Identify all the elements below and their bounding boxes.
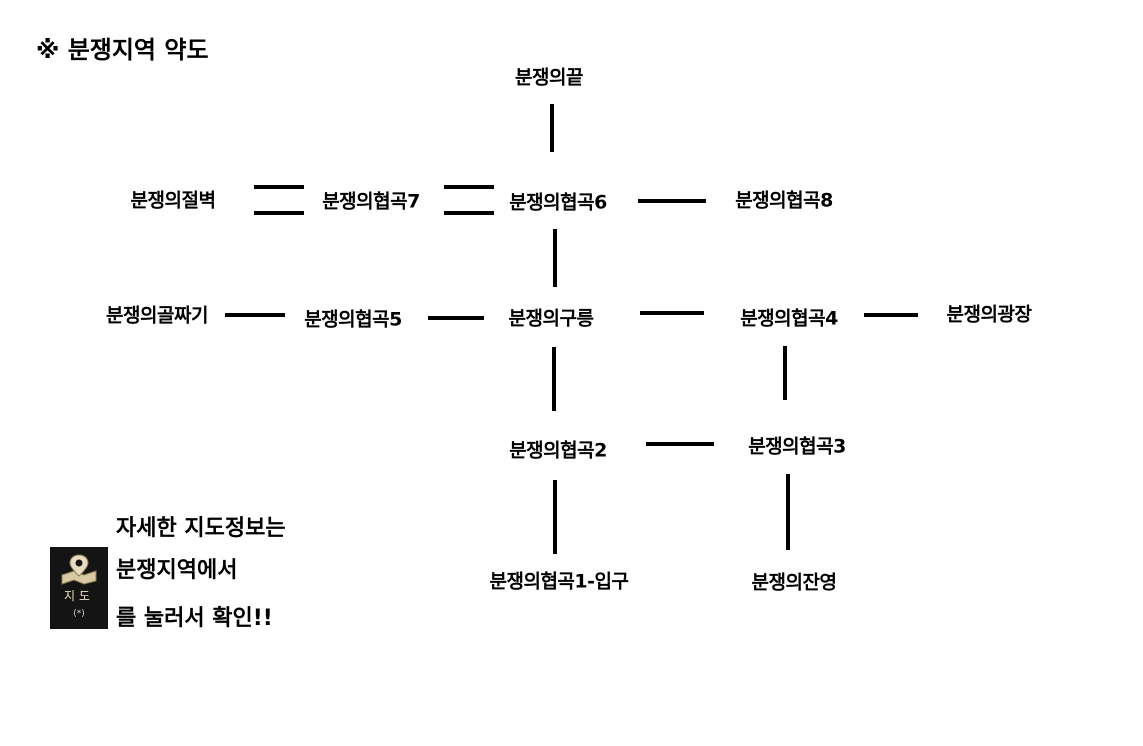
edge-canyon4-canyon3 <box>783 346 787 400</box>
edge-end-canyon6 <box>550 104 554 152</box>
node-hill: 분쟁의구릉 <box>508 307 594 330</box>
node-plaza: 분쟁의광장 <box>946 303 1032 326</box>
edge-hill-canyon4 <box>640 311 704 315</box>
edge-canyon3-remnant <box>786 474 790 550</box>
node-canyon4: 분쟁의협곡4 <box>740 307 838 330</box>
info-line1: 자세한 지도정보는 <box>116 516 286 541</box>
node-end: 분쟁의끝 <box>515 66 583 89</box>
node-canyon8: 분쟁의협곡8 <box>735 189 833 212</box>
edge-alley-canyon5 <box>225 313 285 317</box>
edge-canyon7-canyon6-a <box>444 185 494 189</box>
node-canyon3: 분쟁의협곡3 <box>748 435 846 458</box>
edge-cliff-canyon7-b <box>254 211 304 215</box>
info-line3: 를 눌러서 확인!! <box>116 606 273 631</box>
edge-canyon6-hill <box>553 229 557 287</box>
edge-canyon2-canyon3 <box>646 442 714 446</box>
node-alley: 분쟁의골짜기 <box>106 304 208 327</box>
edge-canyon2-canyon1 <box>553 480 557 554</box>
node-canyon2: 분쟁의협곡2 <box>509 439 607 462</box>
node-canyon1-entrance: 분쟁의협곡1-입구 <box>489 570 629 593</box>
edge-hill-canyon2 <box>552 347 556 411</box>
map-button[interactable]: 지도 (*) <box>50 547 108 629</box>
map-button-label: 지도 <box>63 589 95 603</box>
diagram-title: ※ 분쟁지역 약도 <box>36 36 209 64</box>
info-line2: 분쟁지역에서 <box>116 558 238 583</box>
map-pin-icon <box>61 554 97 585</box>
edge-canyon5-hill <box>428 316 484 320</box>
edge-canyon7-canyon6-b <box>444 211 494 215</box>
node-canyon7: 분쟁의협곡7 <box>322 190 420 213</box>
node-canyon5: 분쟁의협곡5 <box>304 308 402 331</box>
node-canyon6: 분쟁의협곡6 <box>509 191 607 214</box>
edge-canyon4-plaza <box>864 313 918 317</box>
edge-canyon6-canyon8 <box>638 199 706 203</box>
map-button-shortcut: (*) <box>73 609 85 619</box>
node-cliff: 분쟁의절벽 <box>130 189 216 212</box>
edge-cliff-canyon7-a <box>254 185 304 189</box>
node-remnant: 분쟁의잔영 <box>751 571 837 594</box>
